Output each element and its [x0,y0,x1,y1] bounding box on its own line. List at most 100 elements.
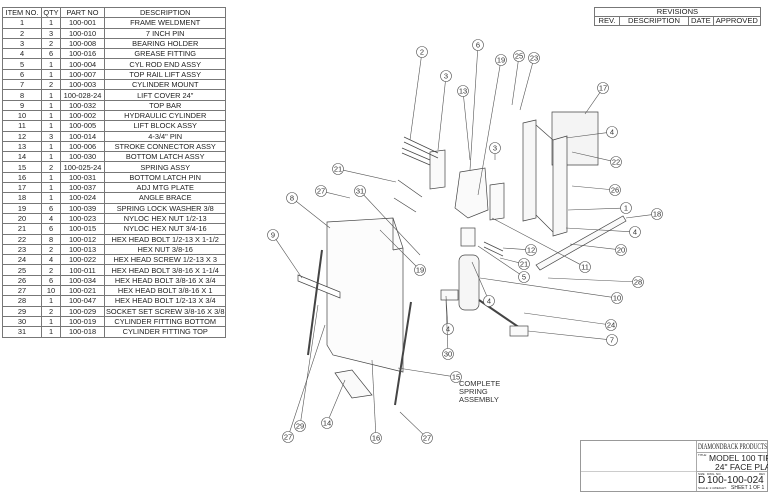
balloon-item-2: 2 [409,46,428,141]
leader-line [567,207,621,211]
balloon-number: 19 [416,266,424,275]
balloon-circle [421,432,433,444]
sheet-number: SHEET 1 OF 1 [731,484,765,491]
balloon-number: 15 [452,373,460,382]
balloon-item-4: 4 [442,295,454,335]
balloon-item-12: 12 [502,244,537,256]
balloon-circle [606,334,618,346]
leader-line [397,367,451,377]
balloon-item-3: 3 [489,142,501,160]
balloon-number: 28 [634,278,642,287]
balloon-circle [294,420,306,432]
part-bearing-holder [489,182,505,221]
balloon-number: 27 [317,187,325,196]
balloon-number: 2 [420,48,424,57]
part-angle-brace [535,215,627,271]
balloon-item-9: 9 [267,229,303,279]
leader-line [289,324,326,432]
leader-line [399,411,424,435]
balloon-item-13: 13 [457,85,471,161]
leader-line [328,379,346,419]
leader-line [437,81,446,151]
balloon-number: 27 [284,433,292,442]
balloon-circle [442,348,454,360]
leader-line [343,169,397,183]
balloon-circle [528,52,540,64]
balloon-number: 3 [444,72,448,81]
balloon-number: 6 [476,41,480,50]
leader-line [565,227,630,232]
drawing-title-line2: 24" FACE PLATE [715,462,768,472]
size-label: SIZE [698,472,705,476]
part-hydraulic-cylinder [458,254,480,311]
balloon-circle [442,323,454,335]
leader-line [469,50,478,171]
balloon-number: 9 [271,231,275,240]
leader-line [477,65,501,196]
balloon-circle [629,226,641,238]
balloon-circle [332,163,344,175]
balloon-number: 26 [611,186,619,195]
drawing-title-line1: MODEL 100 TIPPER [709,453,768,463]
drawing-size: D [698,475,706,486]
balloon-number: 24 [607,321,615,330]
part-bearing-holder [429,149,446,190]
leader-line [499,257,519,263]
balloon-circle [518,271,530,283]
revisions-table: REVISIONS REV. DESCRIPTION DATE APPROVED [594,7,761,26]
balloon-number: 16 [372,434,380,443]
balloon-number: 17 [599,84,607,93]
balloon-item-20: 20 [569,243,627,256]
balloon-item-4: 4 [565,226,641,238]
balloon-item-11: 11 [491,217,591,273]
balloon-circle [267,229,279,241]
balloon-circle [370,432,382,444]
balloon-number: 13 [459,87,467,96]
part-cylinder-mount [440,289,459,301]
balloon-number: 22 [612,158,620,167]
part-top-bar [297,274,341,299]
balloon-circle [414,264,426,276]
dwg-no-label: DWG. NO. [707,472,722,476]
balloon-number: 1 [624,204,628,213]
balloon-circle [315,185,327,197]
balloon-circle [606,126,618,138]
balloon-circle [354,185,366,197]
part-bottom-latch-assy [334,369,373,399]
leader-line [445,299,449,349]
company-name: DIAMONDBACK PRODUCTS [698,442,768,451]
balloon-circle [440,70,452,82]
balloon-circle [472,39,484,51]
balloon-item-24: 24 [523,312,617,331]
balloon-item-21: 21 [332,163,397,183]
scale: SCALE: 1:4 [698,486,714,490]
balloon-item-10: 10 [479,277,623,304]
leader-line [519,63,533,111]
balloon-number: 10 [613,294,621,303]
balloon-circle [609,184,621,196]
leader-line [547,277,633,283]
balloon-circle [518,258,530,270]
balloon-item-28: 28 [547,276,644,288]
part-spring-right [394,301,412,406]
leader-line [409,57,422,141]
part-frame-weldment [522,119,537,222]
balloon-item-29: 29 [294,304,319,432]
title-label: TITLE: [698,453,708,457]
balloon-item-27: 27 [399,411,433,444]
balloon-number: 21 [520,260,528,269]
balloon-circle [620,202,632,214]
balloon-circle [416,46,428,58]
balloon-circle [321,417,333,429]
balloon-item-25: 25 [511,50,525,106]
balloon-item-27: 27 [282,324,326,443]
balloon-number: 21 [334,165,342,174]
leader-line [625,214,652,219]
balloon-circle [610,156,622,168]
balloon-circle [597,82,609,94]
balloon-number: 29 [296,422,304,431]
